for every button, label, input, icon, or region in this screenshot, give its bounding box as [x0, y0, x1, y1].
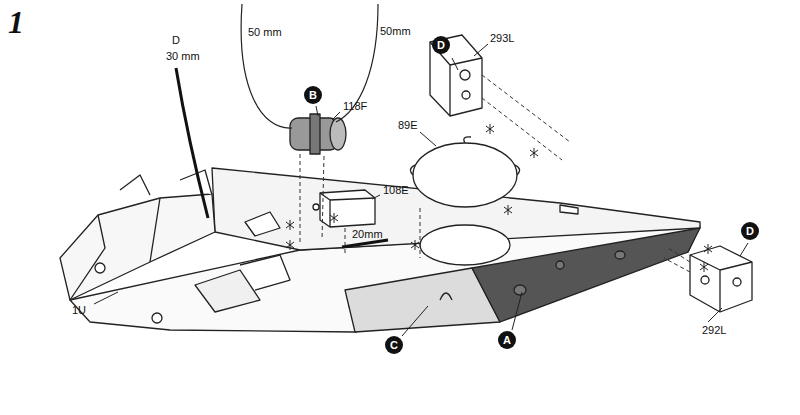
callout-circle: C — [385, 336, 403, 354]
part-label: D — [172, 34, 180, 46]
callout-circle: A — [498, 331, 516, 349]
callout-letter: A — [503, 335, 511, 346]
callout-letter: C — [390, 340, 398, 351]
part-label: 30 mm — [166, 50, 200, 62]
callout-circle: B — [304, 86, 322, 104]
part-label: 50mm — [380, 25, 411, 37]
part-label: 108E — [383, 184, 409, 196]
callout-letter: D — [746, 226, 754, 237]
part-label: 118F — [343, 100, 367, 112]
callout-circle: D — [741, 222, 759, 240]
part-label: 1U — [72, 304, 86, 316]
part-label: 293L — [490, 32, 514, 44]
part-label: 292L — [702, 324, 726, 336]
part-label: 50 mm — [248, 26, 282, 38]
callout-circle: D — [432, 36, 450, 54]
callout-letter: D — [437, 40, 445, 51]
callout-letter: B — [309, 90, 317, 101]
part-label: 20mm — [352, 228, 383, 240]
step-number: 1 — [8, 6, 24, 38]
part-label: 89E — [398, 119, 418, 131]
